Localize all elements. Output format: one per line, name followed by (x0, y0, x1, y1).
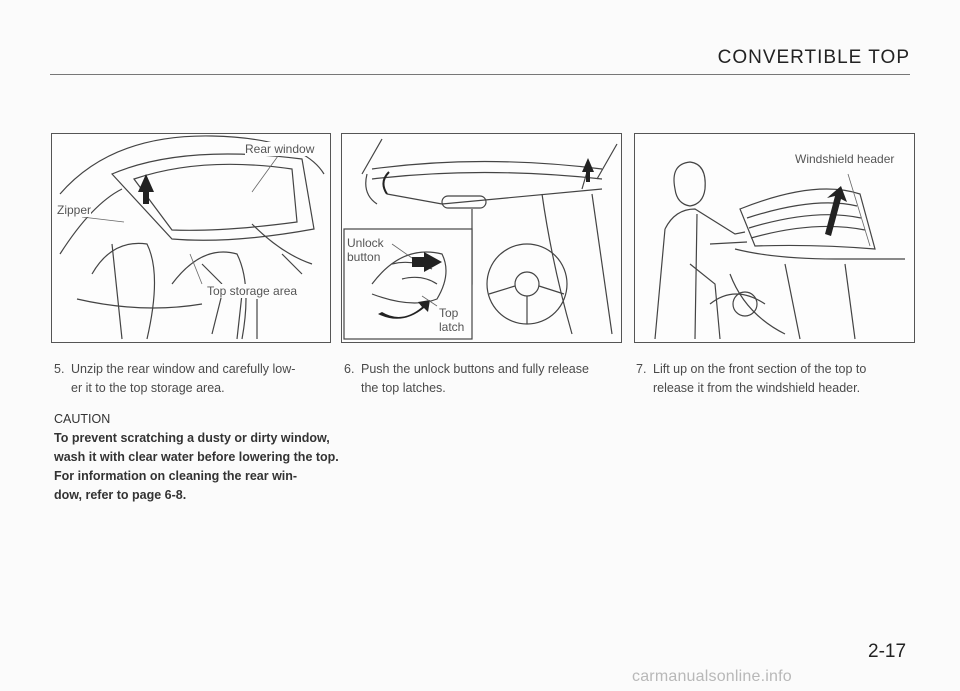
callout-zipper: Zipper (57, 203, 92, 217)
lift-arrow-icon (825, 186, 847, 236)
header-divider (50, 74, 910, 75)
windshield-header-illustration (654, 161, 905, 340)
page-number: 2-17 (868, 641, 907, 662)
rear-window-illustration (59, 135, 325, 340)
step-text: Unzip the rear window and carefully low-… (71, 362, 296, 395)
callout-windshield-header: Windshield header (795, 152, 895, 166)
caution-text: To prevent scratching a dusty or dirty w… (54, 431, 339, 464)
step-6: 6. Push the unlock buttons and fully rel… (344, 360, 624, 398)
step-5: 5. Unzip the rear window and carefully l… (54, 360, 332, 398)
watermark: carmanualsonline.info (632, 668, 792, 685)
section-title: CONVERTIBLE TOP (717, 47, 910, 68)
caution-block: CAUTION To prevent scratching a dusty or… (54, 410, 339, 505)
callout-top-storage-area: Top storage area (207, 284, 298, 298)
step-7: 7. Lift up on the front section of the t… (636, 360, 916, 398)
step-number: 5. (54, 362, 65, 376)
figure-windshield-header: Windshield header (634, 133, 915, 343)
callout-unlock-button: Unlock button (347, 236, 384, 264)
arrow-icon (138, 174, 154, 204)
latch-arrow-icon (582, 158, 594, 182)
figure-rear-window: Rear window Zipper Top storage area (51, 133, 331, 343)
rotate-arrow-icon (378, 300, 430, 319)
figure-top-latch: Unlock button Top latch (341, 133, 622, 343)
callout-top-latch: Top latch (439, 306, 465, 334)
caution-title: CAUTION (54, 412, 111, 426)
step-number: 7. (636, 362, 647, 376)
step-text: Lift up on the front section of the top … (653, 362, 867, 395)
push-arrow-icon (412, 252, 442, 272)
step-number: 6. (344, 362, 355, 376)
step-text: Push the unlock buttons and fully releas… (361, 362, 589, 395)
callout-rear-window: Rear window (245, 142, 315, 156)
caution-reference: For information on cleaning the rear win… (54, 469, 298, 502)
